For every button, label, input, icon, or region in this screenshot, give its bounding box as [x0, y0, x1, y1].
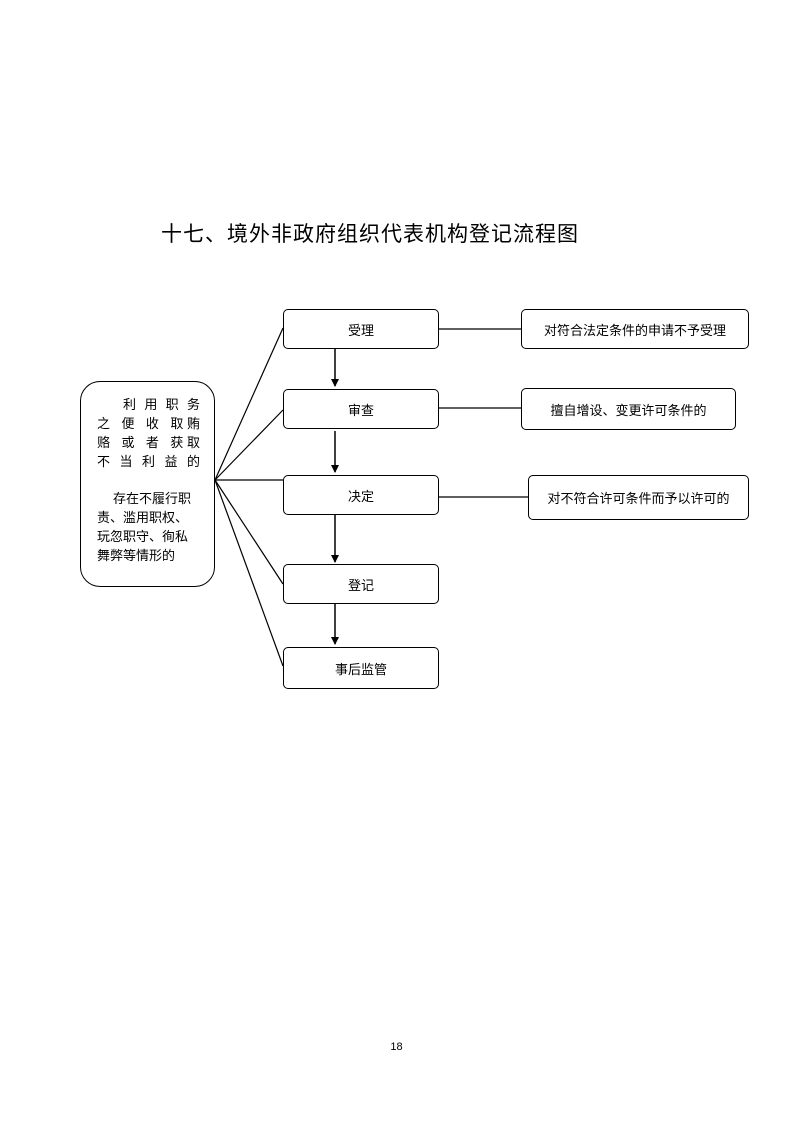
step-accept: 受理: [283, 309, 439, 349]
risk-points-box: 利 用 职 务 之 便 收 取贿 赂 或 者 获取 不 当 利 益 的 存在不履…: [80, 381, 215, 587]
fan-line-supervise: [214, 479, 284, 667]
risk-text-line: 玩忽职守、徇私: [97, 530, 189, 545]
fan-line-accept: [214, 327, 284, 481]
note-decide-risk: 对不符合许可条件而予以许可的: [528, 475, 749, 520]
step-review: 审查: [283, 389, 439, 429]
risk-text-line: 赂 或 者 获取: [97, 436, 200, 451]
risk-text-line: 责、滥用职权、: [97, 511, 189, 526]
risk-text-line: 存在不履行职: [113, 492, 192, 507]
step-register: 登记: [283, 564, 439, 604]
risk-text-line: 不 当 利 益 的: [97, 455, 200, 470]
page-title: 十七、境外非政府组织代表机构登记流程图: [161, 222, 579, 246]
page-number: 18: [390, 1041, 403, 1053]
risk-text-line: 利 用 职 务: [123, 398, 200, 413]
risk-text-gap: [97, 472, 200, 490]
risk-text-line: 舞弊等情形的: [97, 549, 176, 564]
step-supervise: 事后监管: [283, 647, 439, 689]
note-review-risk: 擅自增设、变更许可条件的: [521, 388, 736, 430]
fan-line-review: [214, 409, 284, 481]
note-accept-risk: 对符合法定条件的申请不予受理: [521, 309, 749, 349]
risk-text-line: 之 便 收 取贿: [97, 417, 200, 432]
fan-line-register: [214, 479, 284, 585]
step-decide: 决定: [283, 475, 439, 515]
